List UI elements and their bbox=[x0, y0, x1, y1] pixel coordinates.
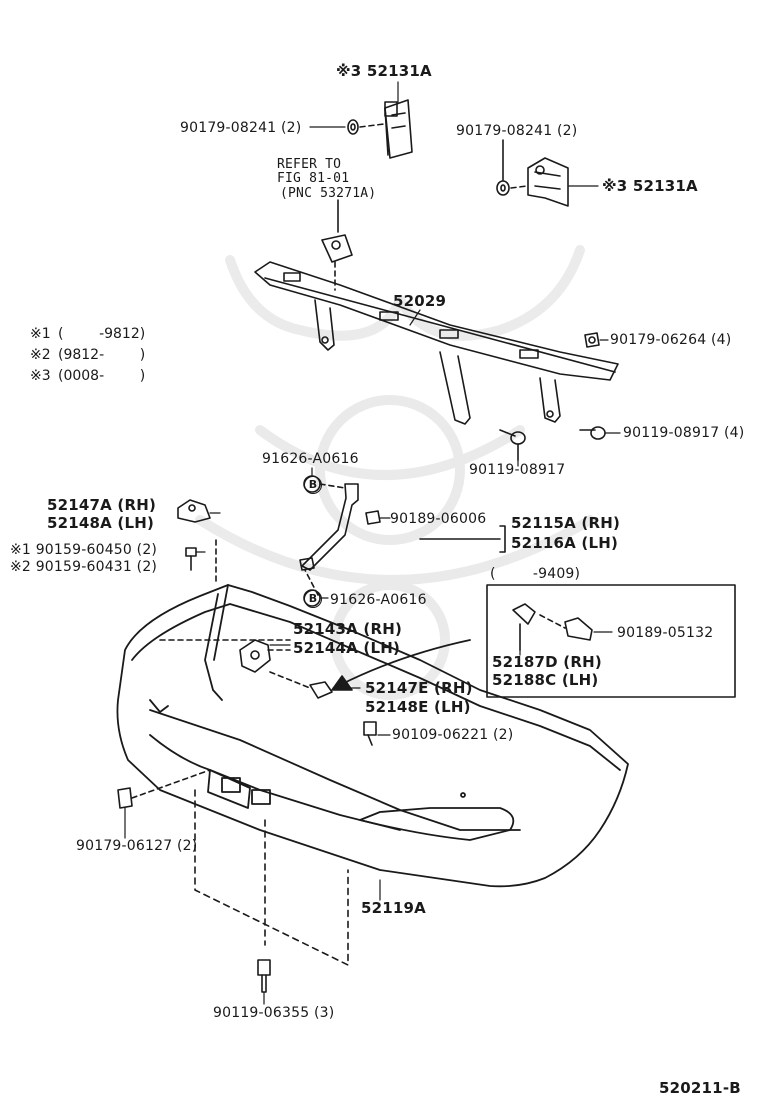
note-mark-2: ※2 bbox=[30, 347, 51, 363]
refer-note-line-1: REFER TO bbox=[277, 157, 342, 172]
lower-bolt-guides bbox=[194, 789, 349, 966]
b-marker-bottom: B bbox=[304, 590, 325, 608]
label-90159-60450: ※1 90159-60450 (2) bbox=[10, 542, 158, 558]
retainer-52147A-drawing bbox=[177, 499, 217, 586]
label-52143A: 52143A (RH) bbox=[293, 620, 403, 638]
bumper-cover-52119A-drawing bbox=[116, 584, 629, 888]
label-52144A: 52144A (LH) bbox=[293, 639, 401, 657]
label-52148E: 52148E (LH) bbox=[365, 698, 471, 716]
label-90119-08917: 90119-08917 bbox=[469, 462, 566, 478]
label-91626-A0616-top: 91626-A0616 bbox=[262, 451, 359, 467]
figure-code: 520211-B bbox=[659, 1079, 741, 1097]
screw-90159-drawing bbox=[185, 547, 197, 571]
label-52115A: 52115A (RH) bbox=[511, 514, 621, 532]
label-52116A: 52116A (LH) bbox=[511, 534, 619, 552]
note-range-2: (9812- ) bbox=[58, 347, 146, 363]
b-marker-top: B bbox=[304, 476, 325, 494]
callout-arrow bbox=[339, 639, 471, 686]
clip-90179-08241-right-drawing bbox=[496, 139, 528, 196]
clip-90179-08241-left-drawing bbox=[347, 119, 385, 135]
b-marker-bottom-circle: B bbox=[304, 590, 322, 608]
label-52187D: 52187D (RH) bbox=[492, 653, 602, 671]
label-90119-06355: 90119-06355 (3) bbox=[213, 1005, 335, 1021]
refer-note-line-2: FIG 81-01 bbox=[277, 171, 350, 186]
retainer-52147E-drawing bbox=[269, 671, 333, 699]
label-52188C: 52188C (LH) bbox=[492, 671, 599, 689]
nut-90189-06006-drawing bbox=[365, 510, 381, 525]
label-inset-range: ( -9409) bbox=[490, 566, 581, 582]
nut-90109-06221-drawing bbox=[363, 721, 377, 746]
label-90179-08241-left: 90179-08241 (2) bbox=[180, 120, 302, 136]
label-90189-05132: 90189-05132 bbox=[617, 625, 714, 641]
label-90189-06006: 90189-06006 bbox=[390, 511, 487, 527]
watermark-emblem bbox=[195, 245, 595, 700]
bolt-90119-08917-drawing bbox=[499, 429, 526, 461]
b-marker-top-circle: B bbox=[304, 476, 322, 494]
leader-lines bbox=[124, 81, 621, 1005]
note-range-3: (0008- ) bbox=[58, 368, 146, 384]
retainer-52187D-drawing bbox=[512, 603, 566, 651]
label-52148A: 52148A (LH) bbox=[47, 514, 155, 532]
refer-note-line-3: (PNC 53271A) bbox=[280, 186, 377, 201]
nut-90179-06264-drawing bbox=[584, 332, 600, 348]
label-52131A-right: ※3 52131A bbox=[602, 177, 698, 195]
clip-90179-06127-drawing bbox=[117, 769, 211, 809]
upper-support-52029-drawing bbox=[254, 261, 619, 425]
bolt-90119-08917-right-drawing bbox=[579, 426, 606, 440]
label-52147E: 52147E (RH) bbox=[365, 679, 473, 697]
clip-90189-05132-drawing bbox=[564, 617, 593, 641]
note-row-3: ※3 (0008- ) bbox=[30, 368, 145, 385]
bracket-52131A-top-drawing bbox=[384, 99, 413, 159]
note-mark-3: ※3 bbox=[30, 368, 51, 384]
retainer-52143A-drawing bbox=[159, 639, 291, 673]
note-mark-1: ※1 bbox=[30, 326, 51, 342]
label-90179-08241-right: 90179-08241 (2) bbox=[456, 123, 578, 139]
inset-box bbox=[486, 584, 736, 698]
hood-latch-drawing bbox=[321, 199, 353, 291]
label-52131A-top: ※3 52131A bbox=[336, 62, 432, 80]
label-52147A: 52147A (RH) bbox=[47, 496, 157, 514]
note-row-1: ※1 ( -9812) bbox=[30, 326, 145, 343]
label-91626-A0616-bottom: 91626-A0616 bbox=[330, 592, 427, 608]
label-90159-60431: ※2 90159-60431 (2) bbox=[10, 559, 158, 575]
bolt-90119-06355-drawing bbox=[257, 959, 271, 993]
note-row-2: ※2 (9812- ) bbox=[30, 347, 145, 364]
note-range-1: ( -9812) bbox=[58, 326, 146, 342]
label-90119-08917-right: 90119-08917 (4) bbox=[623, 425, 745, 441]
label-52119A: 52119A bbox=[361, 899, 426, 917]
label-90179-06264: 90179-06264 (4) bbox=[610, 332, 732, 348]
bracket-52131A-right-drawing bbox=[527, 157, 569, 207]
label-90179-06127: 90179-06127 (2) bbox=[76, 838, 198, 854]
label-90109-06221: 90109-06221 (2) bbox=[392, 727, 514, 743]
label-52029: 52029 bbox=[393, 292, 447, 310]
